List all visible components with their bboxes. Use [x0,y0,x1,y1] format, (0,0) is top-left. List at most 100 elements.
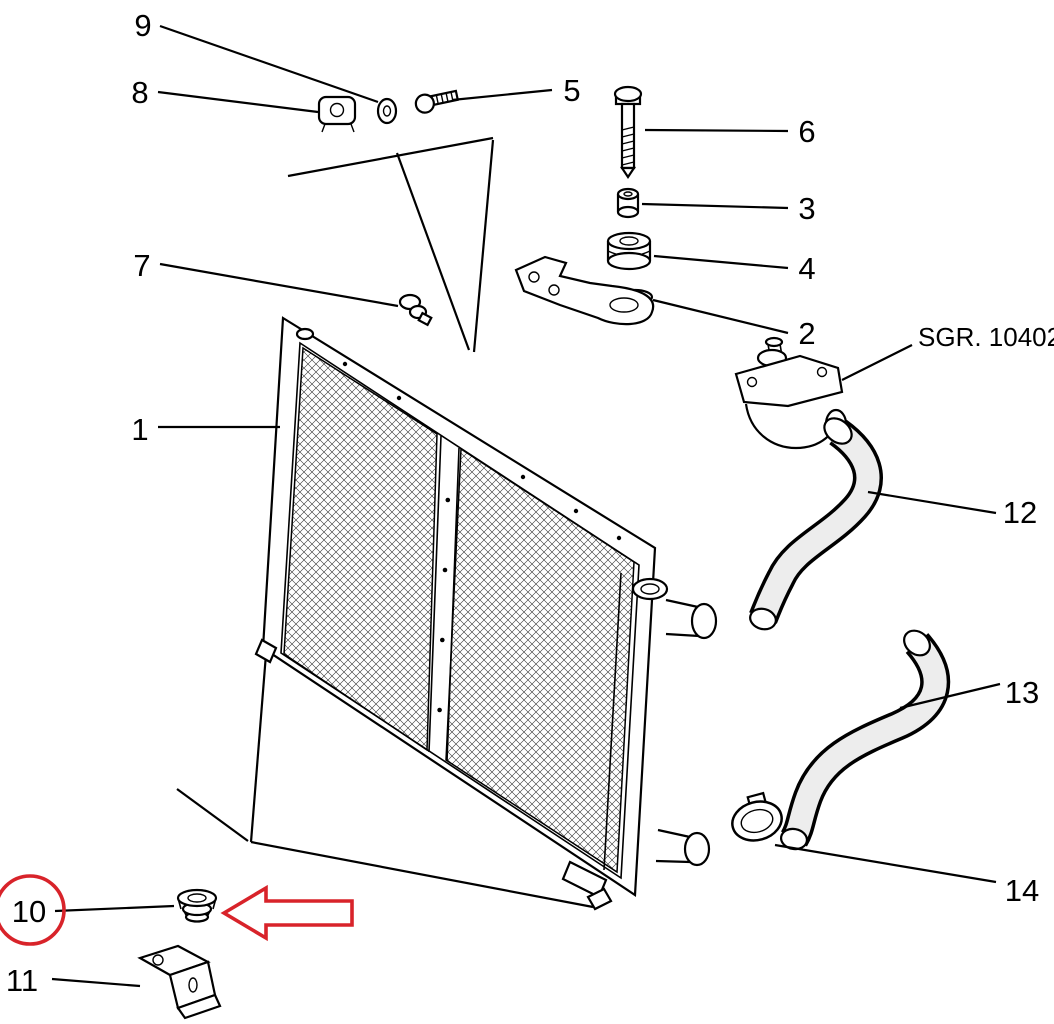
locator-line [287,136,494,178]
leader-5 [451,88,553,102]
bracket-bottom-tab [176,993,222,1020]
washer-outer [376,97,398,125]
lower-outlet-port [683,831,711,867]
callout-11: 11 [6,963,38,998]
part-9-washer [376,97,398,125]
hose-end [903,629,931,657]
filler-neck [631,577,669,601]
leader-9 [159,24,379,104]
callout-9: 9 [134,8,151,43]
part-5-bolt [414,89,460,114]
callout-labels: 9 8 5 6 3 4 2 SGR. 10402 7 1 12 13 14 10… [6,8,1054,998]
bracket-big-hole [609,297,639,313]
leader-13 [899,682,1001,710]
lower-outlet-stub [655,828,691,864]
highlight-annotations [0,874,354,946]
bolt-threads [621,126,635,166]
callout-13: 13 [1005,675,1039,710]
leader-3 [641,202,789,210]
clamp-hole [329,102,345,118]
part-14-hose-clamp [731,791,783,842]
leader-7 [159,262,399,308]
highlight-circle [0,874,66,946]
hose-end [823,417,853,445]
bolt-threads [435,91,454,105]
construction-lines [176,136,594,909]
radiator-core-right [445,447,635,874]
bracket-hole [528,271,540,283]
part-8-clamp [317,95,357,133]
clamp-band-inner [740,808,774,834]
thermostat-housing [734,336,848,450]
callout-14: 14 [1005,873,1039,908]
plug-sides [177,897,217,918]
sensor-nipple [417,311,433,327]
upper-outlet-stub [665,598,700,638]
rivet-dot [342,361,348,367]
callout-12: 12 [1003,495,1037,530]
upper-outlet-port [690,602,718,640]
leader-lines [51,24,1001,988]
rivet-dot [396,395,402,401]
locator-line [176,788,249,842]
highlight-arrow-icon [220,884,354,942]
part-4-mount [606,231,652,271]
bracket-hole [152,954,164,966]
callout-3: 3 [798,191,815,226]
bolt-shaft [430,89,460,107]
hose-fill [752,422,880,623]
plug-cap-center [187,893,207,903]
mount-bottom [606,251,652,271]
housing-bolt-hole [816,366,828,378]
rivet-dot [440,637,445,643]
clamp-band-outer [731,800,783,842]
rivet-dot [616,535,622,541]
callout-8: 8 [131,75,148,110]
hose-fill [783,635,947,845]
leader-2 [652,298,789,335]
locator-line [472,139,495,353]
rivet-dot [437,707,442,713]
housing-bolt-hole [746,376,758,388]
clamp-body [317,95,357,126]
leader-8 [157,90,319,114]
spacer-hole [623,191,633,197]
spacer-bottom [616,205,640,219]
rivet-dot [445,497,451,503]
callout-6: 6 [798,114,815,149]
housing-stem-top [764,336,784,348]
radiator-side-tank-line [603,572,622,871]
part-13-hose [779,629,951,851]
part-10-plug [176,888,218,923]
part-6-bolt [613,85,643,179]
leader-6 [644,128,789,133]
radiator-drawing [254,316,718,911]
mount-top [606,231,652,251]
rivet-dot [573,508,579,514]
bracket-slot [188,977,198,993]
bolt-head-top [613,85,643,103]
callout-7: 7 [133,248,150,283]
rivet-dot [520,474,526,480]
leader-14 [774,843,997,884]
housing-flange [734,354,844,408]
spacer-top [616,187,640,201]
spacer-sides [616,194,640,212]
part-3-spacer [616,187,640,219]
clamp-legs [321,123,355,133]
bolt-tip [619,166,637,179]
hose-end [749,607,777,631]
part-7-sensor [398,293,433,327]
callout-1: 1 [131,412,148,447]
bracket-hole [548,284,560,296]
leader-4 [653,254,789,270]
locator-line [250,840,594,909]
callout-4: 4 [798,251,815,286]
part-11-bracket [137,944,222,1020]
leader-12 [867,490,997,515]
filler-neck-opening [640,583,660,595]
callout-2: 2 [798,316,815,351]
radiator-foot-tab [586,887,613,911]
upper-mounting-bracket [514,255,655,326]
